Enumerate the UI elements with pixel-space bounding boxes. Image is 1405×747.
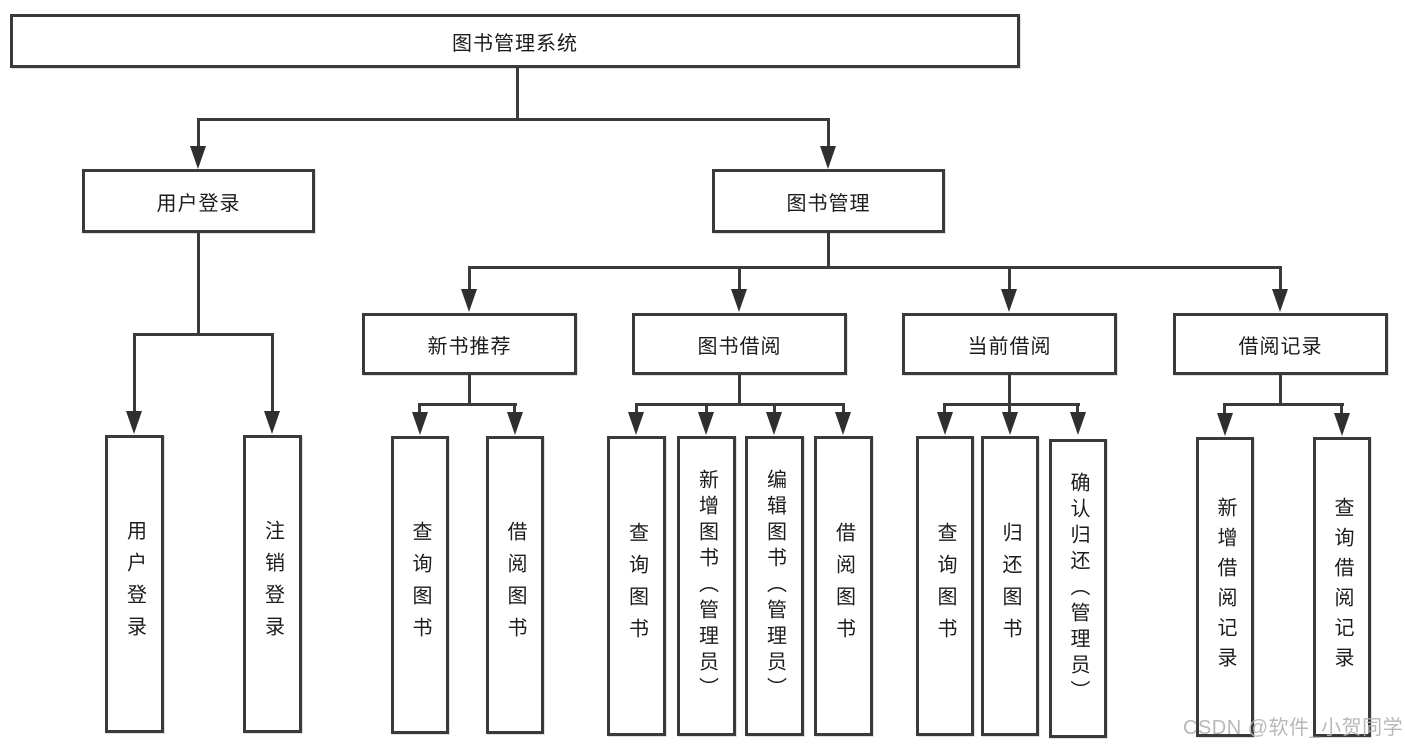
connector-current-drop-2	[1008, 403, 1011, 417]
connector-mgmt-drop-2	[738, 266, 741, 291]
arrowhead-borrow-edit	[766, 412, 782, 435]
node-borrow-books-leaf: 借阅图书	[814, 436, 873, 736]
node-logout-leaf: 注销登录	[243, 435, 302, 733]
node-library-system: 图书管理系统	[10, 14, 1020, 68]
connector-borrow-drop-1	[635, 403, 638, 417]
connector-user-drop-1	[133, 333, 136, 413]
node-current-query-books: 查询图书	[916, 436, 974, 736]
node-edit-book-admin: 编辑图书（管理员）	[745, 436, 804, 736]
node-label: 编辑图书（管理员）	[763, 469, 786, 703]
arrowhead-book-management	[820, 146, 836, 169]
node-recommend-borrow-books: 借阅图书	[486, 436, 544, 734]
connector-recommend-drop-2	[513, 403, 516, 417]
arrowhead-borrow-records	[1272, 289, 1288, 312]
connector-borrow-drop-3	[773, 403, 776, 417]
node-label: 借阅记录	[1238, 335, 1323, 358]
arrowhead-current-confirm	[1070, 412, 1086, 435]
node-label: 新增图书（管理员）	[695, 469, 718, 703]
node-current-borrow: 当前借阅	[902, 313, 1117, 375]
node-confirm-return-admin: 确认归还（管理员）	[1049, 439, 1107, 738]
node-label: 新增借阅记录	[1214, 497, 1236, 677]
node-book-borrow: 图书借阅	[632, 313, 847, 375]
node-return-books: 归还图书	[981, 436, 1039, 736]
connector-user-rail	[133, 333, 273, 336]
connector-current-stem	[1008, 375, 1011, 405]
connector-mgmt-stem	[827, 233, 830, 268]
connector-current-drop-1	[943, 403, 946, 417]
node-label: 查询图书	[409, 521, 431, 649]
node-label: 图书借阅	[697, 335, 782, 358]
connector-root-drop-left	[197, 118, 200, 152]
connector-root-stem	[516, 68, 519, 121]
connector-recommend-rail	[418, 403, 517, 406]
arrowhead-records-query	[1334, 413, 1350, 436]
node-label: 用户登录	[156, 192, 241, 215]
node-label: 确认归还（管理员）	[1067, 471, 1089, 706]
node-add-book-admin: 新增图书（管理员）	[677, 436, 736, 736]
node-label: 查询图书	[934, 522, 956, 650]
arrowhead-recommend-query	[412, 412, 428, 435]
connector-mgmt-drop-3	[1008, 266, 1011, 291]
connector-user-drop-2	[271, 333, 274, 413]
csdn-watermark: CSDN @软件_小贺同学	[1183, 717, 1404, 739]
node-label: 用户登录	[123, 520, 146, 648]
node-user-login: 用户登录	[82, 169, 315, 233]
connector-root-rail	[197, 118, 830, 121]
arrowhead-user-login-leaf	[126, 411, 142, 434]
connector-mgmt-rail	[468, 266, 1282, 269]
node-add-borrow-record: 新增借阅记录	[1196, 437, 1254, 737]
node-borrow-query-books: 查询图书	[607, 436, 666, 736]
arrowhead-borrow-borrow	[835, 412, 851, 435]
arrowhead-new-book-recommend	[461, 289, 477, 312]
node-label: 查询借阅记录	[1331, 497, 1353, 677]
node-user-login-leaf: 用户登录	[105, 435, 164, 733]
connector-recommend-stem	[468, 375, 471, 405]
connector-current-rail	[943, 403, 1080, 406]
node-label: 注销登录	[261, 520, 284, 648]
connector-records-drop-2	[1340, 403, 1343, 417]
node-recommend-query-books: 查询图书	[391, 436, 449, 734]
node-label: 查询图书	[625, 522, 648, 650]
node-book-management: 图书管理	[712, 169, 945, 233]
arrowhead-current-borrow	[1001, 289, 1017, 312]
node-new-book-recommend: 新书推荐	[362, 313, 577, 375]
node-label: 当前借阅	[967, 335, 1052, 358]
arrowhead-records-add	[1217, 413, 1233, 436]
node-label: 借阅图书	[504, 521, 526, 649]
arrowhead-recommend-borrow	[507, 412, 523, 435]
connector-current-drop-3	[1076, 403, 1079, 417]
arrowhead-user-login	[190, 146, 206, 169]
connector-recommend-drop-1	[418, 403, 421, 417]
node-label: 归还图书	[999, 522, 1021, 650]
connector-records-rail	[1223, 403, 1344, 406]
connector-records-drop-1	[1223, 403, 1226, 417]
connector-mgmt-drop-4	[1279, 266, 1282, 291]
node-borrow-records: 借阅记录	[1173, 313, 1388, 375]
arrowhead-book-borrow	[731, 289, 747, 312]
arrowhead-logout-leaf	[264, 411, 280, 434]
connector-borrow-stem	[738, 375, 741, 405]
arrowhead-current-return	[1002, 412, 1018, 435]
connector-borrow-drop-4	[842, 403, 845, 417]
connector-mgmt-drop-1	[468, 266, 471, 291]
arrowhead-borrow-query	[628, 412, 644, 435]
connector-records-stem	[1279, 375, 1282, 405]
arrowhead-borrow-add	[698, 412, 714, 435]
arrowhead-current-query	[937, 412, 953, 435]
connector-user-stem	[197, 233, 200, 335]
node-label: 新书推荐	[427, 335, 512, 358]
connector-borrow-rail	[635, 403, 845, 406]
node-label: 图书管理	[786, 192, 871, 215]
node-label: 借阅图书	[832, 522, 855, 650]
connector-borrow-drop-2	[705, 403, 708, 417]
connector-root-drop-right	[827, 118, 830, 152]
node-label: 图书管理系统	[452, 32, 578, 55]
node-query-borrow-record: 查询借阅记录	[1313, 437, 1371, 737]
